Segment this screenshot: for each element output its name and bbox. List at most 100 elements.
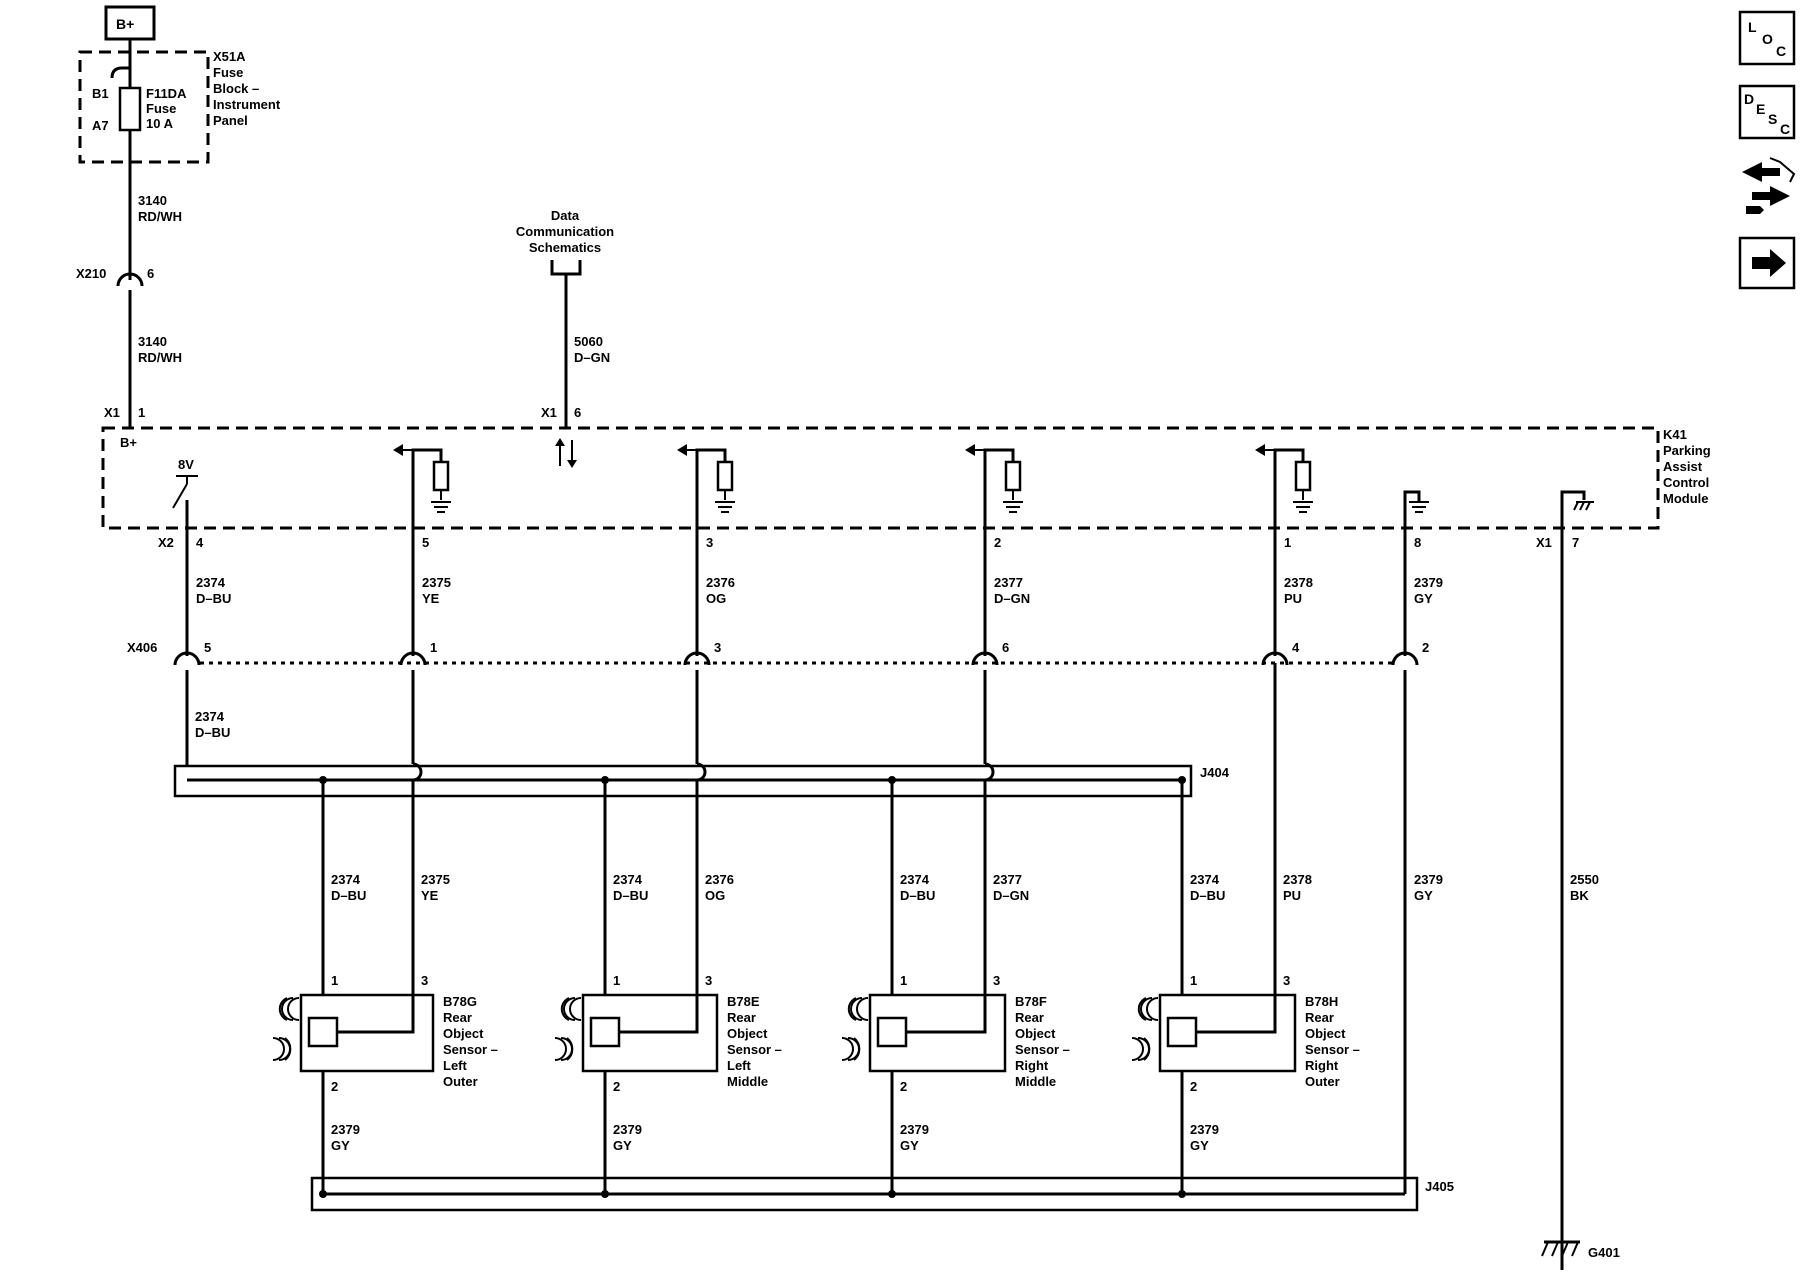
module-name: K41 — [1663, 427, 1687, 442]
fuse-pin-in: B1 — [92, 86, 109, 101]
sound-wave-icon-3 — [1131, 997, 1159, 1061]
sensor-pwr-circuit-3: 2374 — [1190, 872, 1220, 887]
feed-wire-color-upper: RD/WH — [138, 209, 182, 224]
sensor-desc-3-0: Rear — [1305, 1010, 1334, 1025]
wave-out-2-0 — [841, 1037, 854, 1061]
lower-feed-color: D–BU — [195, 725, 230, 740]
data-comm-x1-label: X1 — [541, 405, 557, 420]
resistor-icon-2 — [1004, 460, 1022, 492]
sensor-sig-circuit-0: 2375 — [421, 872, 450, 887]
sensor-pin1-0: 1 — [331, 973, 338, 988]
sensor-pin1-2: 1 — [900, 973, 907, 988]
resistor-icon-3 — [1294, 460, 1312, 492]
sensor-pin1-1: 1 — [613, 973, 620, 988]
sensor-gnd-color-3: GY — [1190, 1138, 1209, 1153]
sensor-pwr-circuit-2: 2374 — [900, 872, 930, 887]
sensor-gnd-color-0: GY — [331, 1138, 350, 1153]
sensor-pin3-1: 3 — [705, 973, 712, 988]
module-ground-8-icon — [1409, 501, 1429, 513]
sensor-sig-color-3: PU — [1283, 888, 1301, 903]
fuse-block-name: X51A — [213, 49, 246, 64]
ground-name: G401 — [1588, 1245, 1620, 1260]
ground-wire-color: BK — [1570, 888, 1589, 903]
wave-in-3-0 — [1137, 997, 1147, 1021]
x406-terminal-3 — [971, 651, 999, 666]
wave-out-3-0 — [1131, 1037, 1144, 1061]
g401-ground-icon — [1541, 1240, 1580, 1257]
nav-loc-1: O — [1762, 31, 1773, 47]
sensor-desc-1-3: Left — [727, 1058, 752, 1073]
fuse-block-desc-1: Block – — [213, 81, 259, 96]
next-page-arrow-icon[interactable] — [1738, 236, 1796, 290]
sensor-pin3-2: 3 — [993, 973, 1000, 988]
sensor-desc-1-2: Sensor – — [727, 1042, 782, 1057]
sensor-element-1 — [589, 1016, 621, 1048]
module-pin-0: 4 — [196, 535, 204, 550]
feed-wire-color-lower: RD/WH — [138, 350, 182, 365]
signal-arrow-icon-1 — [677, 444, 687, 456]
sensor-desc-1-4: Middle — [727, 1074, 768, 1089]
sensor-element-0 — [307, 1016, 339, 1048]
lower-feed-circuit: 2374 — [195, 709, 225, 724]
pull-down-wire-1 — [695, 448, 727, 528]
fuse-name: F11DA — [146, 86, 187, 101]
switch-icon — [172, 483, 188, 509]
sensor-internal-wire-3 — [1196, 995, 1277, 1034]
sensor-internal-wire-0 — [337, 995, 415, 1034]
module-wire-circuit-3: 2377 — [994, 575, 1023, 590]
sound-wave-icon-1 — [554, 997, 582, 1061]
sensor-sig-color-2: D–GN — [993, 888, 1029, 903]
x210-name: X210 — [76, 266, 106, 281]
data-comm-bracket[interactable] — [550, 260, 582, 276]
fuse-block-desc-2: Instrument — [213, 97, 281, 112]
location-button[interactable]: L O C — [1738, 10, 1796, 66]
wave-in-0-1 — [281, 997, 294, 1021]
x406-terminal-2 — [683, 651, 711, 666]
j405-splice-dot-0 — [319, 1190, 327, 1198]
module-wire-circuit-1: 2375 — [422, 575, 451, 590]
fuse-block-desc-0: Fuse — [213, 65, 243, 80]
fuse-label: Fuse — [146, 101, 176, 116]
module-wire-color-2: OG — [706, 591, 726, 606]
x406-pin-2: 3 — [714, 640, 721, 655]
wave-out-0-0 — [272, 1037, 285, 1061]
sensor-desc-1-0: Rear — [727, 1010, 756, 1025]
module-wire-circuit-0: 2374 — [196, 575, 226, 590]
wave-in-1-1 — [563, 997, 576, 1021]
wave-out-1-0 — [554, 1037, 567, 1061]
sensor-gnd-color-2: GY — [900, 1138, 919, 1153]
j405-splice-dot-2 — [888, 1190, 896, 1198]
wave-in-0-2 — [287, 997, 300, 1021]
module-pin-4: 1 — [1284, 535, 1291, 550]
module-x1-label: X1 — [104, 405, 120, 420]
data-comm-line-1: Communication — [516, 224, 614, 239]
wave-in-3-2 — [1146, 997, 1159, 1021]
wave-out-0-2 — [284, 1037, 292, 1061]
wave-out-1-2 — [566, 1037, 574, 1061]
module-pin-5: 8 — [1414, 535, 1421, 550]
wave-in-2-0 — [847, 997, 857, 1021]
module-bplus-pin: 1 — [138, 405, 145, 420]
sensor-sig-circuit-1: 2376 — [705, 872, 734, 887]
ground-x1-label: X1 — [1536, 535, 1552, 550]
sensor-pwr-color-0: D–BU — [331, 888, 366, 903]
x210-pin: 6 — [147, 266, 154, 281]
description-button[interactable]: D E S C — [1738, 84, 1796, 140]
fuse-pin-out: A7 — [92, 118, 109, 133]
connector-end-view-icon[interactable] — [1742, 157, 1796, 214]
x406-terminal-0 — [173, 651, 201, 666]
sensor-pin3-3: 3 — [1283, 973, 1290, 988]
sensor-pin1-3: 1 — [1190, 973, 1197, 988]
sensor-gnd-circuit-1: 2379 — [613, 1122, 642, 1137]
pull-down-resistor-0 — [393, 444, 451, 528]
x406-terminal-5 — [1391, 651, 1419, 666]
sensor-desc-0-2: Sensor – — [443, 1042, 498, 1057]
sensor-pwr-color-3: D–BU — [1190, 888, 1225, 903]
